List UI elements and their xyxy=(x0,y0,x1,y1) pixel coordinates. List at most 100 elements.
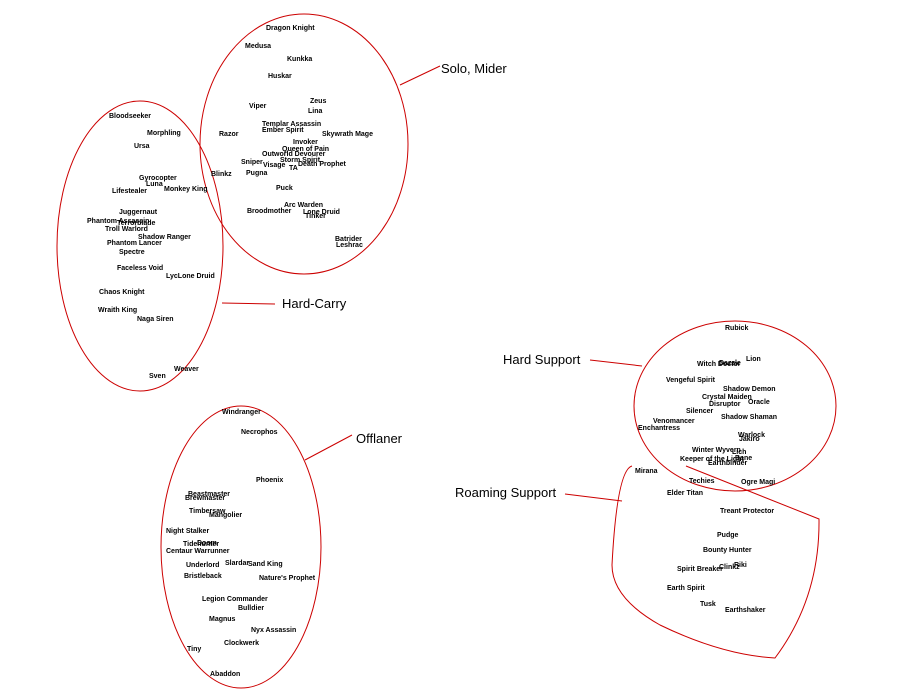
hero-label: Arc Warden xyxy=(284,202,323,209)
hero-label: Necrophos xyxy=(241,429,278,436)
hero-label: Tusk xyxy=(700,601,716,608)
hero-label: Tiny xyxy=(187,646,201,653)
hero-label: Oracle xyxy=(748,399,770,406)
hero-label: Naga Siren xyxy=(137,316,174,323)
hero-label: Witch Doctor xyxy=(697,361,741,368)
hero-label: Luna xyxy=(146,181,163,188)
hero-label: Rubick xyxy=(725,325,748,332)
hero-label: Earthbinder xyxy=(708,460,748,467)
hero-label: Phoenix xyxy=(256,477,283,484)
hero-label: Bloodseeker xyxy=(109,113,151,120)
hero-label: Slardar xyxy=(225,560,249,567)
hero-label: Lich xyxy=(732,449,746,456)
hero-label: Clockwerk xyxy=(224,640,259,647)
hero-label: Spirit Breaker xyxy=(677,566,723,573)
hero-label: Nature's Prophet xyxy=(259,575,316,582)
hero-label: Lone Druid xyxy=(303,209,340,216)
category-label-hard-support: Hard Support xyxy=(503,352,581,367)
hero-label: Keeper of the Light xyxy=(680,456,744,463)
hero-label: Venomancer xyxy=(653,418,695,425)
hero-label: Broodmother xyxy=(247,208,292,215)
hero-label: Ogre Magi xyxy=(741,479,775,486)
hero-label: Clinkz xyxy=(719,564,740,571)
hero-label: Huskar xyxy=(268,73,292,80)
hero-label: Spectre xyxy=(119,249,145,256)
hero-label: Dazzle xyxy=(719,360,741,367)
hero-label: Dragon Knight xyxy=(266,25,315,32)
hero-label: Winter Wyvern xyxy=(692,447,741,454)
category-label-solo-mider: Solo, Mider xyxy=(441,61,507,76)
hero-label: Phantom Lancer xyxy=(107,240,162,247)
hero-label: Abaddon xyxy=(210,671,240,678)
hero-label: Doom xyxy=(197,540,217,547)
hero-label: Elder Titan xyxy=(667,490,703,497)
group-outline-roaming-support xyxy=(611,465,820,659)
hero-label: Troll Warlord xyxy=(105,226,148,233)
hero-label: Bounty Hunter xyxy=(703,547,752,554)
hero-label: Tinker xyxy=(305,213,326,220)
hero-label: Phantom Assassin xyxy=(87,218,149,225)
hero-label: Nyx Assassin xyxy=(251,627,296,634)
hero-label: Legion Commander xyxy=(202,596,268,603)
hero-label: Treant Protector xyxy=(720,508,774,515)
hero-label: Viper xyxy=(249,103,267,110)
hero-label: Kunkka xyxy=(287,56,312,63)
category-label-roaming-support: Roaming Support xyxy=(455,485,557,500)
hero-label: Sven xyxy=(149,373,166,380)
hero-label: Magnus xyxy=(209,616,236,623)
hero-label: Batrider xyxy=(335,236,362,243)
leader-line-hard-support xyxy=(589,359,643,367)
hero-label: Enchantress xyxy=(638,425,680,432)
hero-label: Crystal Maiden xyxy=(702,394,752,401)
group-outline-solo-mider xyxy=(199,13,409,275)
hero-label: Queen of Pain xyxy=(282,146,329,153)
hero-label: Disruptor xyxy=(709,401,741,408)
group-hard-carry: Hard-CarryBloodseekerMorphlingUrsaGyroco… xyxy=(56,100,347,392)
hero-label: Sniper xyxy=(241,159,263,166)
leader-line-solo-mider xyxy=(399,65,441,86)
hero-label: Leshrac xyxy=(336,242,363,249)
hero-label: Brewmaster xyxy=(185,495,225,502)
hero-label: Faceless Void xyxy=(117,265,163,272)
hero-label: Weaver xyxy=(174,366,199,373)
hero-label: Zeus xyxy=(310,98,326,105)
hero-label: Invoker xyxy=(293,139,318,146)
hero-label: Tidehunter xyxy=(183,541,219,548)
hero-label: Shadow Demon xyxy=(723,386,776,393)
group-offlaner: OfflanerWindrangerNecrophosPhoenixBeastm… xyxy=(160,405,403,689)
hero-label: Mangolier xyxy=(209,512,242,519)
hero-label: Lion xyxy=(746,356,761,363)
hero-label: Shadow Ranger xyxy=(138,234,191,241)
hero-label: Wraith King xyxy=(98,307,137,314)
leader-line-offlaner xyxy=(304,434,353,461)
hero-label: Puck xyxy=(276,185,293,192)
leader-line-hard-carry xyxy=(221,302,276,305)
hero-label: TA xyxy=(289,165,298,172)
hero-label: Earth Spirit xyxy=(667,585,705,592)
hero-label: Underlord xyxy=(186,562,219,569)
hero-label: Riki xyxy=(734,562,747,569)
hero-label: Gyrocopter xyxy=(139,175,177,182)
hero-label: Sand King xyxy=(248,561,283,568)
group-solo-mider: Solo, Mider Dragon KnightMedusaKunkkaHusk… xyxy=(199,13,507,275)
hero-label: Razor xyxy=(219,131,239,138)
group-outline-offlaner xyxy=(160,405,322,689)
hero-label: Vengeful Spirit xyxy=(666,377,716,384)
hero-label: Outworld Devourer xyxy=(262,151,326,158)
hero-label: Templar Assassin xyxy=(262,121,321,128)
hero-label: Ursa xyxy=(134,143,150,150)
hero-label: Blinkz xyxy=(211,171,232,178)
hero-label: Warlock xyxy=(738,432,765,439)
hero-label: Bulldier xyxy=(238,605,264,612)
hero-label: Techies xyxy=(689,478,715,485)
hero-label: Bristleback xyxy=(184,573,222,580)
hero-label: Medusa xyxy=(245,43,271,50)
hero-label: LycLone Druid xyxy=(166,273,215,280)
category-label-hard-carry: Hard-Carry xyxy=(282,296,347,311)
group-outline-hard-carry xyxy=(56,100,224,392)
hero-label: Timbersaw xyxy=(189,508,226,515)
hero-label: Windranger xyxy=(222,409,261,416)
